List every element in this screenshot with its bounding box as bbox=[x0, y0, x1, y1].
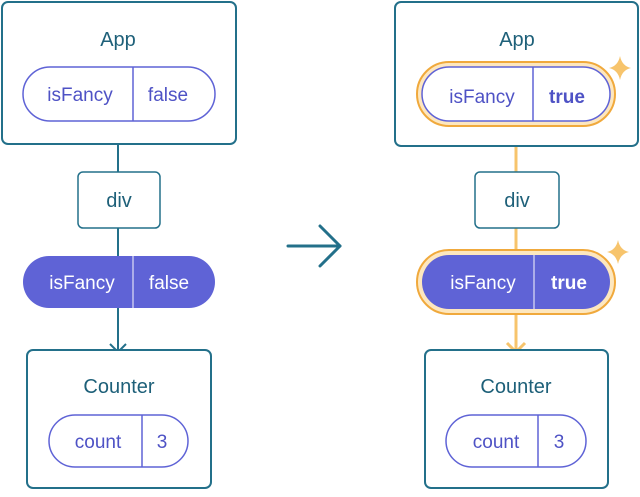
after-tree: App isFancy true div isFancy true Counte… bbox=[394, 1, 639, 489]
before-app-prop-value: false bbox=[148, 85, 188, 106]
before-counter-prop-name: count bbox=[75, 432, 122, 453]
after-prop-pill bbox=[422, 255, 610, 309]
before-app-prop-name: isFancy bbox=[47, 85, 113, 106]
arrow-right-icon bbox=[286, 224, 342, 268]
before-app-title: App bbox=[100, 29, 136, 51]
before-counter-title: Counter bbox=[83, 376, 154, 398]
after-app-prop-pill bbox=[421, 66, 611, 122]
before-prop-value: false bbox=[149, 273, 189, 294]
after-counter-prop-name: count bbox=[473, 432, 520, 453]
before-div-node bbox=[77, 171, 161, 229]
before-tree: App isFancy false div isFancy false Coun… bbox=[1, 1, 237, 489]
after-app-prop-value: true bbox=[549, 87, 585, 108]
sparkle-icon bbox=[607, 240, 629, 264]
before-prop-pill bbox=[23, 256, 215, 308]
after-counter-prop-value: 3 bbox=[554, 432, 565, 453]
before-app-prop-pill bbox=[22, 66, 216, 122]
after-app-prop-name: isFancy bbox=[449, 87, 515, 108]
before-counter-prop-pill bbox=[48, 414, 189, 468]
after-div-node bbox=[474, 171, 560, 229]
after-counter-title: Counter bbox=[480, 376, 551, 398]
after-counter-prop-pill bbox=[445, 414, 587, 468]
after-app-title: App bbox=[499, 29, 535, 51]
after-div-label: div bbox=[504, 190, 530, 212]
before-prop-name: isFancy bbox=[49, 273, 115, 294]
before-div-label: div bbox=[106, 190, 132, 212]
sparkle-icon bbox=[609, 56, 631, 80]
after-prop-value: true bbox=[551, 273, 587, 294]
before-counter-prop-value: 3 bbox=[157, 432, 168, 453]
after-prop-name: isFancy bbox=[450, 273, 516, 294]
